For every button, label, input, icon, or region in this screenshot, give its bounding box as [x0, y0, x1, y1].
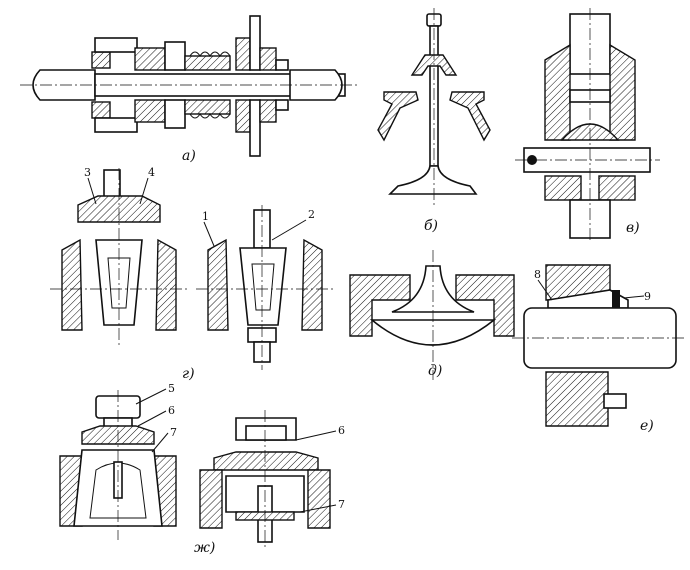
- label-g: г): [182, 366, 195, 382]
- figure-zh-plug-seals: ж) 5 6 7 6 7: [59, 382, 345, 556]
- figure-d-valve-seat: д): [349, 250, 515, 380]
- figure-e-shaft-seal: 8 9 е): [512, 264, 685, 434]
- label-d: д): [428, 363, 442, 379]
- callout-8: 8: [534, 268, 541, 281]
- label-e: е): [640, 418, 654, 434]
- callout-3: 3: [84, 166, 91, 179]
- callout-9: 9: [644, 290, 651, 303]
- figure-g-plug-valves: г) 1 2 3 4: [50, 166, 334, 382]
- callout-6-left: 6: [168, 404, 175, 417]
- label-zh: ж): [194, 540, 215, 556]
- figure-b-valve: б): [377, 8, 491, 234]
- figure-v-pin-joint: в): [515, 8, 660, 240]
- callout-2: 2: [308, 208, 315, 221]
- callout-leaders: [87, 177, 645, 513]
- figure-a-shaft-seal: а): [20, 15, 360, 164]
- label-a: а): [182, 148, 196, 164]
- callout-6-right: 6: [338, 424, 345, 437]
- label-v: в): [626, 220, 640, 236]
- callout-1: 1: [202, 210, 209, 223]
- callout-4: 4: [148, 166, 155, 179]
- label-b: б): [424, 218, 438, 234]
- callout-5: 5: [168, 382, 175, 395]
- callout-7-right: 7: [338, 498, 345, 511]
- callout-7-left: 7: [170, 426, 177, 439]
